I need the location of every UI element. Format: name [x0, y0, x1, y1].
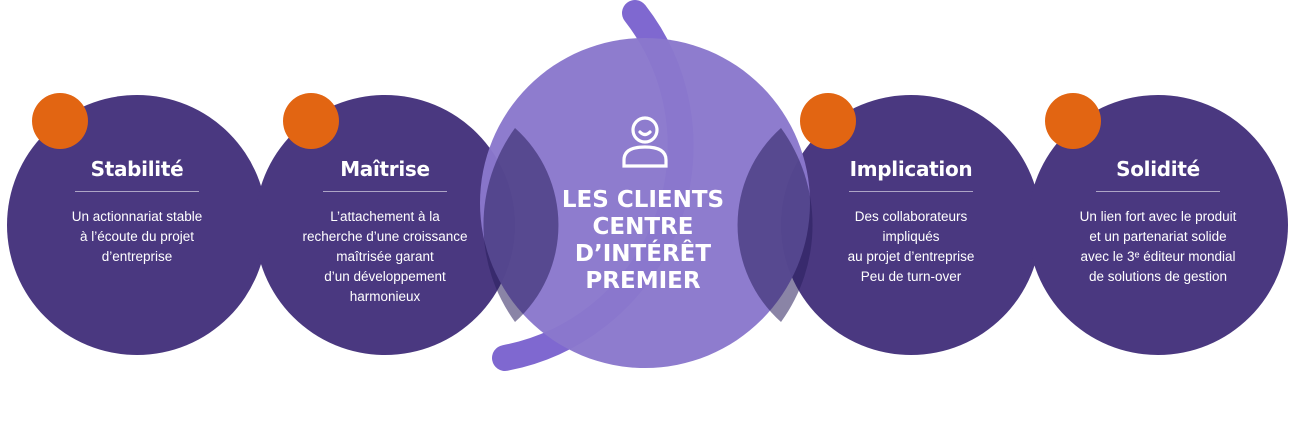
pillar-circle-stabilite: [7, 95, 267, 355]
pillar-description: L’attachement à la recherche d’une crois…: [302, 209, 468, 304]
user-icon: [622, 116, 668, 168]
pillar-title: Stabilité: [90, 157, 184, 181]
accent-dot-implication: [800, 93, 856, 149]
accent-dot-stabilite: [32, 93, 88, 149]
center-label: LES CLIENTS CENTRE D’INTÉRÊT PREMIER: [561, 187, 725, 294]
pillar-title: Implication: [849, 157, 973, 181]
title-divider: [323, 191, 447, 192]
pillar-circle-implication: [781, 95, 1041, 355]
center-circle: [480, 38, 810, 368]
pillar-stabilite: Stabilité Un actionnariat stable à l’éco…: [7, 95, 267, 355]
pillar-description: Des collaborateurs impliqués au projet d…: [847, 209, 975, 284]
pillar-description: Un actionnariat stable à l’écoute du pro…: [71, 209, 203, 264]
title-divider: [1096, 191, 1220, 192]
pillar-description: Un lien fort avec le produit et un parte…: [1079, 209, 1237, 284]
title-divider: [75, 191, 199, 192]
overlap-left: [483, 128, 559, 322]
pillar-circle-solidite: [1028, 95, 1288, 355]
pillar-maitrise: Maîtrise L’attachement à la recherche d’…: [255, 95, 515, 355]
pillar-title: Maîtrise: [340, 157, 430, 181]
accent-dot-solidite: [1045, 93, 1101, 149]
pillar-circle-maitrise: [255, 95, 515, 355]
title-divider: [849, 191, 973, 192]
pillar-solidite: Solidité Un lien fort avec le produit et…: [1028, 95, 1288, 355]
overlap-right: [737, 128, 813, 322]
pillar-implication: Implication Des collaborateurs impliqués…: [781, 95, 1041, 355]
pillar-title: Solidité: [1116, 157, 1200, 181]
accent-dot-maitrise: [283, 93, 339, 149]
